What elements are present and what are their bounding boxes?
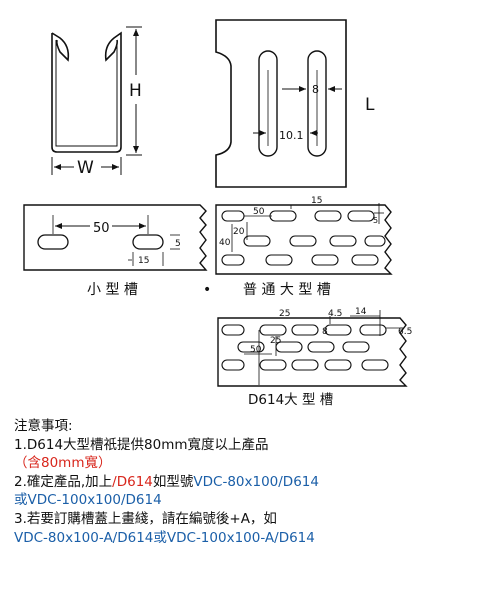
note-line-1: 1.D614大型槽祇提供80mm寬度以上產品 xyxy=(14,436,269,453)
slot-right xyxy=(307,50,327,157)
dim-h-label: H xyxy=(129,81,142,101)
note-line-2-red: /D614 xyxy=(112,473,153,490)
slot-left xyxy=(258,50,278,157)
note-line-2-b: 如型號 xyxy=(152,473,194,490)
normal-40-label: 40 xyxy=(219,238,231,248)
dim-l-label: L xyxy=(365,95,375,115)
note-line-2-a: 2.確定產品,加上 xyxy=(14,473,113,490)
note-line-3b: VDC-80x100-A/D614或VDC-100x100-A/D614 xyxy=(14,529,315,546)
d614-caption: D614大 型 槽 xyxy=(248,392,333,408)
normal-slot-strip: 15 50 5 20 40 xyxy=(215,196,393,275)
small-slot-strip: 50 5 15 xyxy=(23,204,208,271)
d614-14-label: 14 xyxy=(355,307,367,317)
small-50-label: 50 xyxy=(93,221,110,236)
side-panel: 8 10.1 L xyxy=(215,19,375,188)
normal-20-label: 20 xyxy=(233,227,245,237)
note-line-1b: （含80mm寬） xyxy=(14,455,112,472)
technical-drawing: H W 8 10.1 L 50 5 15 xyxy=(23,19,412,408)
normal-caption: 普 通 大 型 槽 xyxy=(243,282,331,298)
d614-6-5-label: 6.5 xyxy=(398,327,412,337)
d614-50-label: 50 xyxy=(250,345,262,355)
small-caption: 小 型 槽 xyxy=(87,282,138,298)
notes-heading: 注意事項: xyxy=(14,418,73,434)
d614-8-label: 8 xyxy=(322,327,328,337)
dim-8-label: 8 xyxy=(312,83,319,96)
bullet: • xyxy=(203,282,211,298)
note-line-2c: 或VDC-100x100/D614 xyxy=(14,492,162,509)
note-line-2-blue: VDC-80x100/D614 xyxy=(193,473,319,490)
notes-block: 注意事項: 1.D614大型槽祇提供80mm寬度以上產品 （含80mm寬） 2.… xyxy=(14,417,484,547)
d614-slot-strip: 25 4.5 14 8 25 6.5 50 xyxy=(217,307,412,387)
dim-W: W xyxy=(51,157,122,178)
normal-5-label: 5 xyxy=(373,216,378,225)
normal-15-label: 15 xyxy=(311,196,322,206)
dim-10-1-label: 10.1 xyxy=(279,129,304,142)
small-15-label: 15 xyxy=(138,256,149,266)
dim-H: H xyxy=(126,26,142,156)
note-line-2: 2.確定產品,加上/D614如型號VDC-80x100/D614 xyxy=(14,473,484,492)
d614-4-5-label: 4.5 xyxy=(328,309,342,319)
dim-w-label: W xyxy=(77,158,94,178)
d614-25b-label: 25 xyxy=(270,336,281,346)
small-5-label: 5 xyxy=(175,239,181,249)
normal-50-label: 50 xyxy=(253,207,265,217)
d614-25-label: 25 xyxy=(279,309,290,319)
note-line-3: 3.若要訂購槽蓋上畫綫，請在編號後+A，如 xyxy=(14,510,277,527)
cross-section-profile xyxy=(51,31,122,153)
